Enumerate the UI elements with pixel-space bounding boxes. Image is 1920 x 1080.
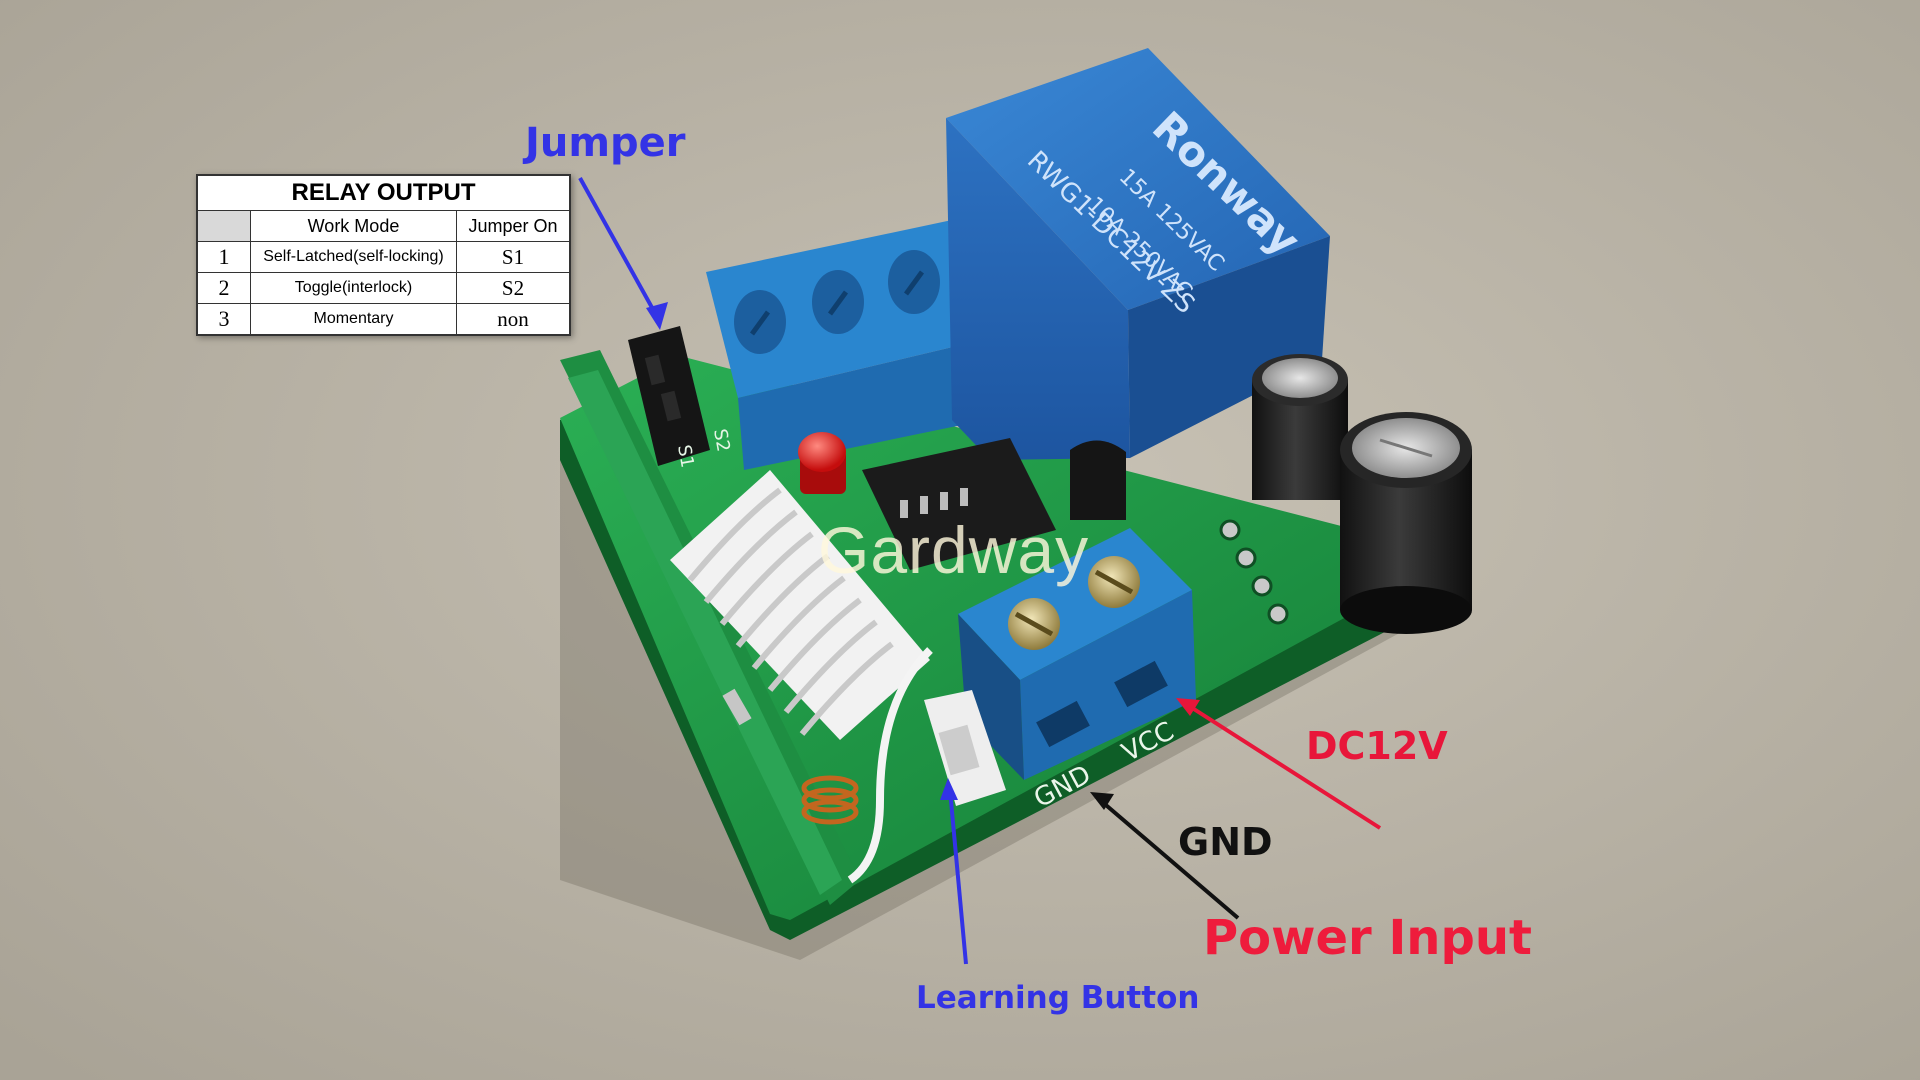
header-work-mode: Work Mode: [251, 211, 457, 241]
large-capacitor: [1340, 412, 1472, 634]
learning-button-arrow: [940, 778, 968, 965]
pcb-pads: [1219, 519, 1289, 625]
output-terminal-block: [706, 220, 986, 470]
jumper-header: S2 S1: [628, 326, 734, 469]
row-work-mode: Toggle(interlock): [251, 273, 457, 303]
transistor: [1070, 440, 1126, 520]
copper-inductor: [801, 775, 859, 825]
power-input-label: Power Input: [1203, 910, 1532, 966]
table-header-row: Work Mode Jumper On: [198, 211, 569, 242]
gnd-label: GND: [1178, 820, 1273, 864]
table-title: RELAY OUTPUT: [198, 176, 569, 211]
row-jumper: non: [497, 307, 529, 331]
jumper-arrow: [578, 177, 668, 330]
row-jumper: S2: [501, 276, 525, 300]
table-row: 1 Self-Latched(self-locking) S1: [198, 242, 569, 273]
small-capacitor: [1252, 354, 1348, 500]
row-number: 3: [198, 304, 251, 334]
header-jumper-on: Jumper On: [457, 211, 569, 241]
row-number: 1: [198, 242, 251, 272]
rf-receiver-module: [560, 350, 860, 905]
relay-output-table: RELAY OUTPUT Work Mode Jumper On 1 Self-…: [196, 174, 571, 336]
row-jumper: S1: [501, 245, 525, 269]
gnd-arrow: [1090, 792, 1240, 920]
header-num: [198, 211, 251, 241]
red-led: [798, 432, 846, 494]
silkscreen-s2: S2: [709, 427, 734, 453]
learning-button-label: Learning Button: [916, 980, 1200, 1016]
dc12v-label: DC12V: [1306, 724, 1448, 768]
learning-button: [924, 690, 1006, 806]
ic-chip: [862, 438, 1056, 570]
table-row: 2 Toggle(interlock) S2: [198, 273, 569, 304]
jumper-label: Jumper: [525, 120, 686, 166]
dc12v-arrow: [1176, 698, 1382, 830]
antenna-coil: [670, 470, 933, 884]
watermark-text: Gardway: [818, 513, 1090, 587]
row-work-mode: Momentary: [251, 304, 457, 334]
row-work-mode: Self-Latched(self-locking): [251, 242, 457, 272]
silkscreen-s1: S1: [673, 443, 698, 469]
row-number: 2: [198, 273, 251, 303]
table-row: 3 Momentary non: [198, 304, 569, 334]
